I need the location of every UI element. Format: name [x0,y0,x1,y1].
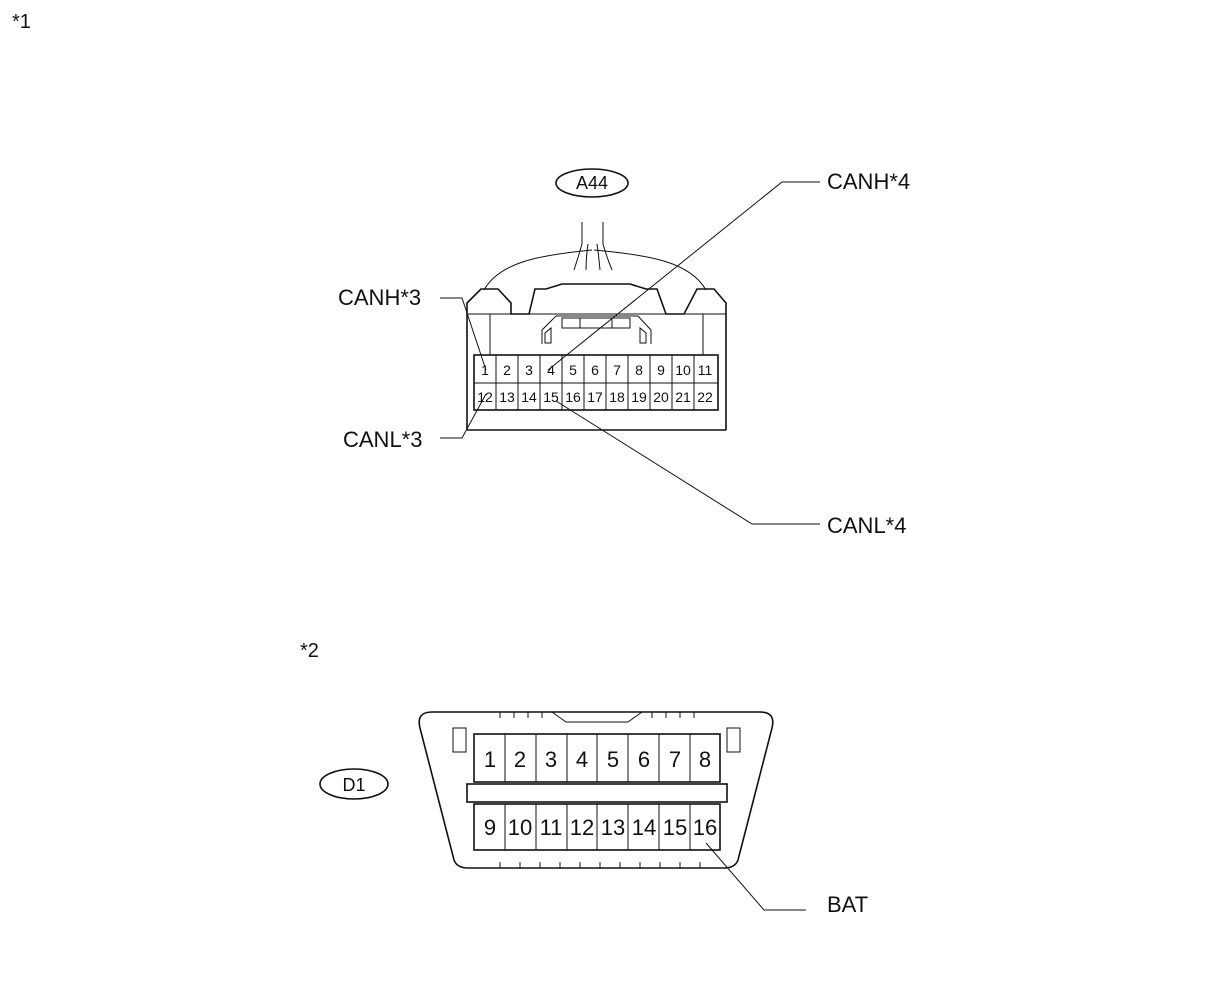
a44-pin-11: 11 [698,362,713,378]
d1-pin-12: 12 [570,815,594,840]
bat-label: BAT [827,892,868,917]
connector-a44-pins: 1 2 3 4 5 6 7 8 9 10 11 12 13 14 15 16 1… [477,362,713,405]
connector-d1-housing [418,711,774,869]
a44-pin-17: 17 [587,389,603,405]
d1-pin-3: 3 [545,747,557,772]
connector-a44-harness [483,222,707,291]
a44-pin-21: 21 [675,389,691,405]
d1-pin-10: 10 [508,815,532,840]
connector-a44-pin-dividers [495,355,695,410]
canh4-label: CANH*4 [827,169,910,194]
a44-pin-19: 19 [631,389,647,405]
a44-pin-9: 9 [657,362,665,378]
a44-pin-18: 18 [609,389,625,405]
a44-pin-22: 22 [697,389,713,405]
a44-pin-13: 13 [499,389,515,405]
bat-leader [705,842,806,911]
canl4-leader [555,400,820,525]
d1-pin-1: 1 [484,747,496,772]
canl4-label: CANL*4 [827,513,906,538]
a44-pin-15: 15 [543,389,559,405]
d1-pin-9: 9 [484,815,496,840]
d1-pin-11: 11 [540,815,563,840]
d1-pin-2: 2 [514,747,526,772]
d1-pin-13: 13 [601,815,625,840]
connector-d1-pin-dividers [504,734,691,850]
a44-pin-2: 2 [503,362,511,378]
canh3-label: CANH*3 [338,285,421,310]
a44-pin-14: 14 [521,389,537,405]
canl3-leader [440,393,487,439]
canh4-leader [547,181,820,371]
d1-pin-4: 4 [576,747,588,772]
connector-a44: A44 [338,168,910,538]
connector-d1-bottom-teeth [499,862,701,868]
d1-pin-14: 14 [632,815,656,840]
d1-pin-7: 7 [669,747,681,772]
a44-pin-5: 5 [569,362,577,378]
d1-pin-8: 8 [699,747,711,772]
canl3-label: CANL*3 [343,427,422,452]
a44-pin-4: 4 [547,362,555,378]
canh3-leader [440,297,487,371]
connector-d1-id-label: D1 [342,775,365,795]
connector-a44-id-oval [555,168,629,198]
a44-pin-10: 10 [675,362,691,378]
connector-d1-left-slot [452,727,467,753]
connector-d1: D1 [319,711,868,917]
connector-d1-right-slot [726,727,741,753]
connector-d1-key [551,711,643,723]
d1-pin-5: 5 [607,747,619,772]
connector-d1-top-teeth [499,712,695,718]
a44-pin-12: 12 [477,389,493,405]
a44-pin-20: 20 [653,389,669,405]
d1-pin-15: 15 [663,815,687,840]
a44-pin-16: 16 [565,389,581,405]
a44-pin-3: 3 [525,362,533,378]
connector-d1-pins: 1 2 3 4 5 6 7 8 9 10 11 12 13 14 15 16 [484,747,717,840]
connector-d1-center-bar [466,783,728,803]
a44-pin-1: 1 [481,362,489,378]
connector-d1-id-oval [319,768,389,800]
a44-pin-6: 6 [591,362,599,378]
connector-a44-lock [541,315,652,344]
figure-note-2: *2 [300,640,319,662]
d1-pin-6: 6 [638,747,650,772]
figure-note-1: *1 [12,11,31,33]
connector-a44-id-label: A44 [576,173,608,193]
a44-pin-8: 8 [635,362,643,378]
d1-pin-16: 16 [693,815,717,840]
a44-pin-7: 7 [613,362,621,378]
connector-a44-housing [466,283,727,430]
